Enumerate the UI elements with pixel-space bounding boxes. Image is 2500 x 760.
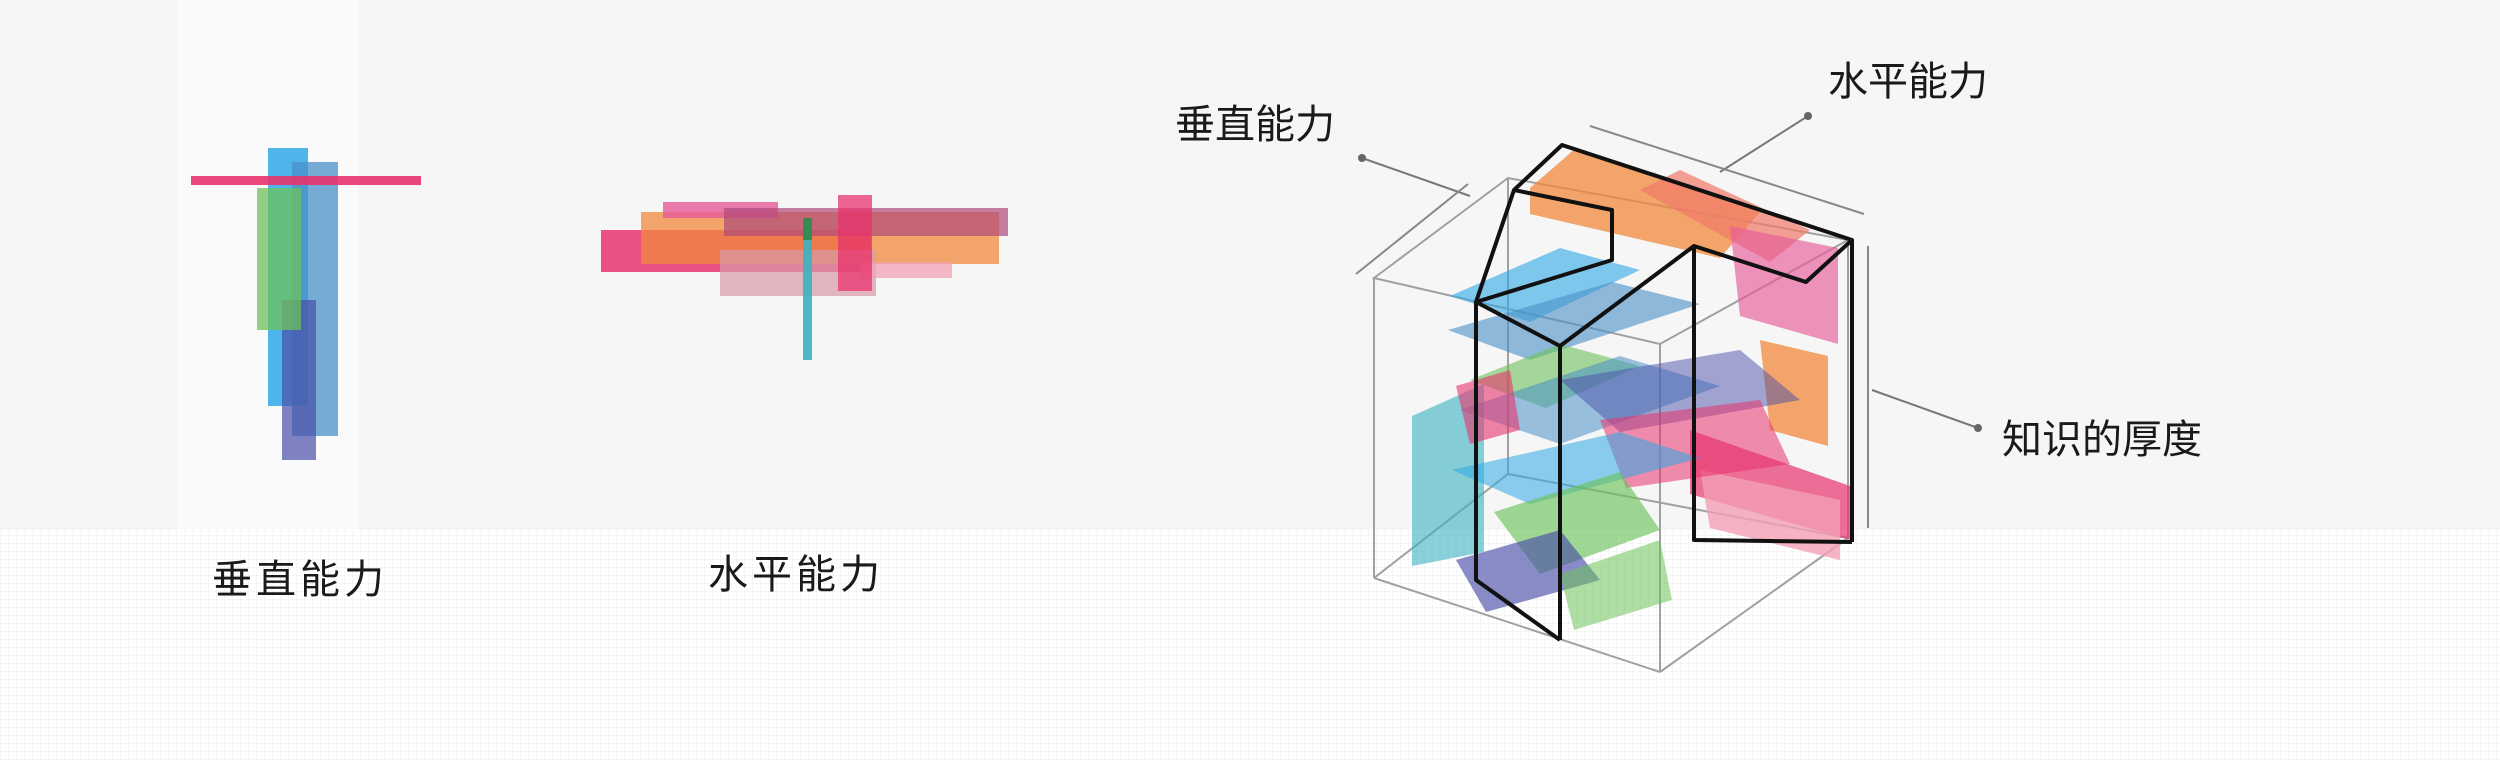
block-teal-tall: [1412, 384, 1484, 566]
block-green-bottom: [1560, 540, 1672, 630]
knowledge-blocks: [1412, 148, 1850, 630]
dimension-lines: [1355, 125, 1869, 528]
leader-depth: [1871, 389, 1979, 429]
block-pink-right: [1730, 226, 1838, 344]
leader-vertical: [1361, 157, 1471, 197]
leader-vertical-dot: [1358, 154, 1366, 162]
leader-depth-dot: [1974, 424, 1982, 432]
leader-horizontal: [1719, 115, 1809, 173]
block-magenta-left: [1456, 370, 1520, 444]
background-panel-bottom: [0, 530, 2500, 760]
block-orange-top: [1530, 148, 1760, 258]
cube-wireframe: [1371, 176, 1851, 673]
t-outline: [1474, 143, 1854, 642]
background-panel-top: [0, 0, 2500, 530]
horizontal-stem-green: [803, 218, 812, 240]
block-pink-lower: [1700, 470, 1840, 560]
block-orange-right: [1760, 340, 1828, 446]
block-blue-low: [1452, 432, 1700, 504]
block-indigo-mid: [1560, 350, 1800, 432]
callout-vertical-capability: 垂直能力: [1175, 102, 1335, 148]
block-blue-stack-2: [1448, 282, 1700, 360]
vertical-crossbar-magenta: [191, 176, 421, 185]
vertical-capability-figure: [191, 148, 421, 460]
horizontal-stem-teal: [803, 222, 812, 360]
callout-knowledge-depth: 知识的厚度: [2002, 417, 2202, 463]
leader-horizontal-dot: [1804, 112, 1812, 120]
caption-vertical-capability: 垂直能力: [212, 557, 388, 603]
caption-horizontal-capability: 水平能力: [708, 552, 884, 598]
callout-horizontal-capability: 水平能力: [1828, 59, 1988, 105]
callout-leaders: [1358, 112, 1982, 432]
horizontal-bar-light-pink: [860, 262, 952, 278]
vertical-bar-green: [257, 188, 301, 330]
horizontal-bar-crimson: [838, 195, 872, 291]
horizontal-capability-figure: [601, 195, 1008, 360]
